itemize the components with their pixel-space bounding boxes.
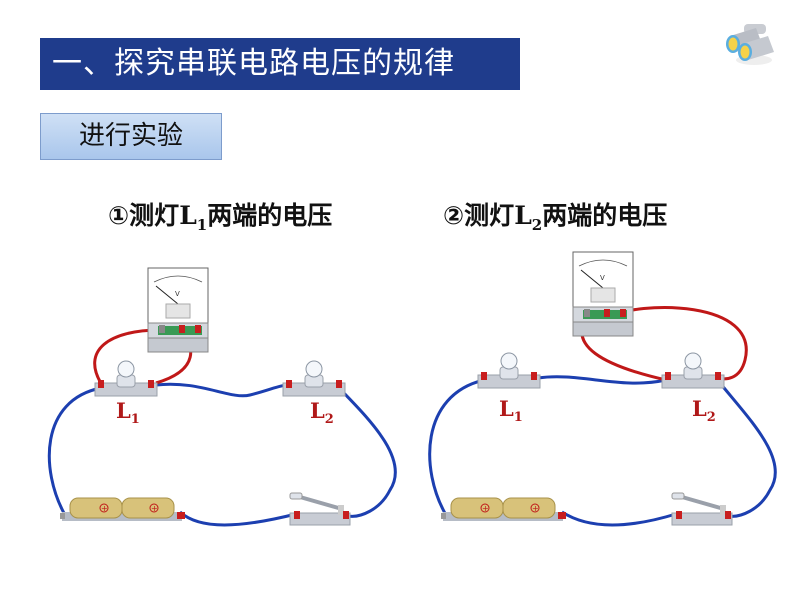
lamp-symbol: L	[179, 201, 197, 230]
lamp-label-l1: L1	[116, 398, 140, 428]
wires-blue	[428, 375, 777, 527]
lamp-symbol: L	[514, 201, 532, 230]
caption-text: 测灯	[464, 201, 515, 230]
battery-icon	[440, 497, 567, 522]
lamp-label-l1: L1	[499, 396, 523, 426]
lamp-icon	[477, 352, 541, 389]
binoculars-icon	[722, 18, 782, 72]
voltmeter-icon	[572, 251, 634, 337]
step-marker: ①	[108, 201, 130, 230]
wires-blue	[47, 382, 397, 527]
lamp-icon	[94, 360, 158, 397]
caption-text: 两端的电压	[542, 201, 668, 230]
experiment-1-caption: ①测灯L1两端的电压	[108, 196, 332, 234]
circuit-2	[428, 251, 777, 527]
caption-text: 两端的电压	[207, 201, 333, 230]
section-label: 进行实验	[40, 113, 222, 160]
experiment-2-caption: ②测灯L2两端的电压	[443, 196, 667, 234]
voltmeter-icon	[147, 267, 209, 353]
lamp-subscript: 1	[196, 216, 208, 234]
lamp-subscript: 2	[531, 216, 543, 234]
battery-icon	[59, 497, 186, 522]
step-marker: ②	[443, 201, 465, 230]
lamp-label-l2: L2	[692, 396, 716, 426]
lamp-label-l2: L2	[310, 398, 334, 428]
lamp-icon	[282, 360, 346, 397]
lamp-icon	[661, 352, 725, 389]
circuit-1	[47, 267, 397, 527]
caption-text: 测灯	[129, 201, 180, 230]
switch-icon	[288, 491, 352, 527]
page-title: 一、探究串联电路电压的规律	[40, 38, 520, 90]
switch-icon	[670, 491, 734, 527]
